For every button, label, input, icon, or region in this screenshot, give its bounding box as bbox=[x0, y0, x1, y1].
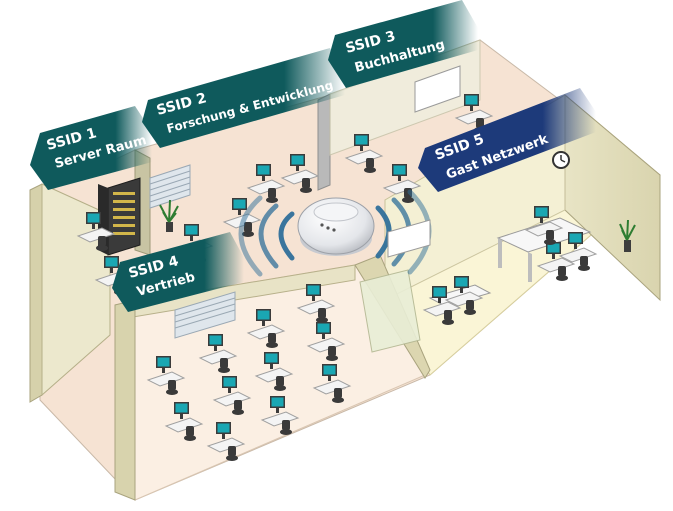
workstation-icon bbox=[454, 94, 494, 133]
workstation-icon bbox=[212, 376, 252, 415]
workstation-icon bbox=[246, 164, 286, 203]
wall-accounting-divider bbox=[317, 93, 331, 191]
workstation-icon bbox=[382, 164, 422, 203]
access-point-icon bbox=[297, 197, 375, 256]
workstation-icon bbox=[164, 402, 204, 441]
workstation-icon bbox=[206, 422, 246, 461]
workstation-icon bbox=[422, 286, 462, 325]
wall-sales-front bbox=[114, 299, 136, 501]
ssid-banner-1: SSID 1 Server Raum bbox=[30, 106, 152, 190]
workstation-icon bbox=[296, 284, 336, 323]
workstation-icon bbox=[254, 352, 294, 391]
ssid-banner-4: SSID 4 Vertrieb bbox=[112, 232, 244, 312]
wall-clock-icon bbox=[552, 151, 570, 169]
workstation-icon bbox=[246, 309, 286, 348]
workstation-icon bbox=[558, 232, 598, 271]
workstation-icon bbox=[444, 276, 484, 315]
workstation-icon bbox=[306, 322, 346, 361]
workstation-icon bbox=[312, 364, 352, 403]
ssid-banner-3: SSID 3 Buchhaltung bbox=[328, 0, 478, 88]
plant-icon bbox=[619, 219, 636, 252]
whiteboard bbox=[414, 65, 461, 113]
workstation-icon bbox=[260, 396, 300, 435]
workstation-icon bbox=[344, 134, 384, 173]
wall-poster bbox=[387, 219, 431, 258]
workstation-icon bbox=[280, 154, 320, 193]
window-blinds-rd bbox=[149, 164, 191, 209]
window-blinds-sales bbox=[174, 291, 236, 339]
wall-left-outer bbox=[29, 183, 43, 403]
workstations bbox=[76, 94, 598, 461]
glass-partition bbox=[359, 269, 421, 353]
workstation-icon bbox=[76, 212, 116, 251]
workstation-icon bbox=[524, 206, 564, 245]
plant-icon bbox=[159, 199, 179, 232]
workstation-icon bbox=[198, 334, 238, 373]
workstation-icon bbox=[146, 356, 186, 395]
workstation-icon bbox=[536, 242, 576, 281]
